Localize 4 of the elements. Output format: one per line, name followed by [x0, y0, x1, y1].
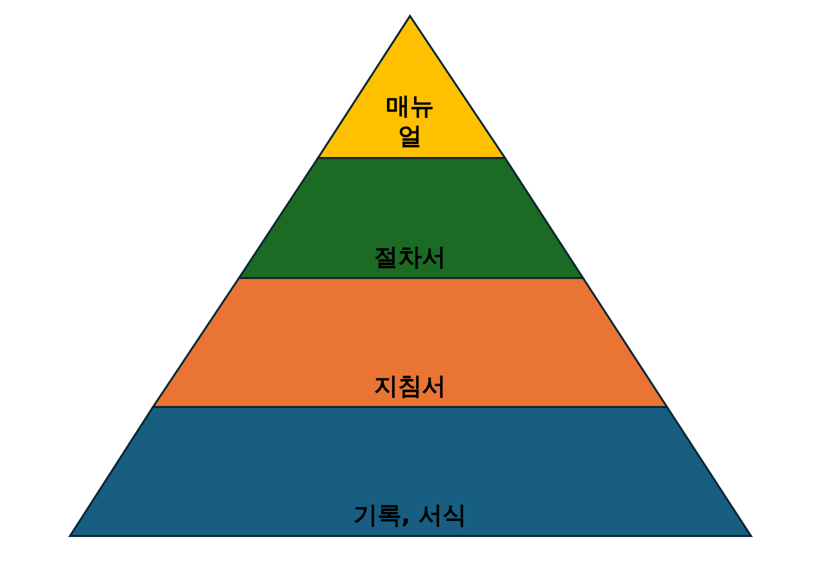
tier-label: 기록, 서식 — [352, 500, 468, 530]
tier-label: 지침서 — [373, 371, 447, 401]
tier-label: 절차서 — [373, 242, 447, 272]
tier-label: 매뉴얼 — [385, 91, 435, 151]
